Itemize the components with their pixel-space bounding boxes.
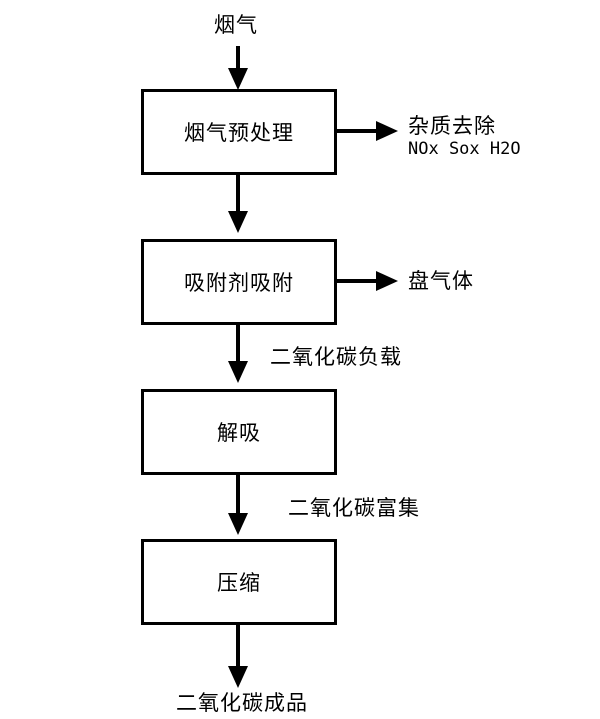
side-output-impurity-detail: NOx Sox H2O bbox=[408, 139, 521, 159]
arrow-down-icon bbox=[228, 513, 248, 535]
input-label: 烟气 bbox=[214, 13, 258, 37]
process-box-label: 解吸 bbox=[217, 421, 261, 445]
flow-label-co2-enriched: 二氧化碳富集 bbox=[288, 496, 420, 520]
arrow-down-icon bbox=[228, 361, 248, 383]
process-box-label: 吸附剂吸附 bbox=[184, 271, 294, 295]
output-label: 二氧化碳成品 bbox=[176, 691, 308, 715]
process-box-preprocessing: 烟气预处理 bbox=[141, 89, 337, 175]
flow-label-co2-loaded: 二氧化碳负载 bbox=[270, 345, 402, 369]
process-box-label: 压缩 bbox=[217, 571, 261, 595]
process-box-label: 烟气预处理 bbox=[184, 121, 294, 145]
arrow-down-icon bbox=[228, 68, 248, 90]
arrow-down-icon bbox=[228, 666, 248, 688]
side-output-impurity-removal: 杂质去除 bbox=[408, 114, 496, 138]
process-box-desorption: 解吸 bbox=[141, 389, 337, 475]
arrow-down-icon bbox=[228, 211, 248, 233]
arrow-right-icon bbox=[376, 121, 398, 141]
process-box-compression: 压缩 bbox=[141, 539, 337, 625]
process-box-adsorption: 吸附剂吸附 bbox=[141, 239, 337, 325]
arrow-right-icon bbox=[376, 271, 398, 291]
side-output-gas: 盘气体 bbox=[408, 269, 474, 293]
